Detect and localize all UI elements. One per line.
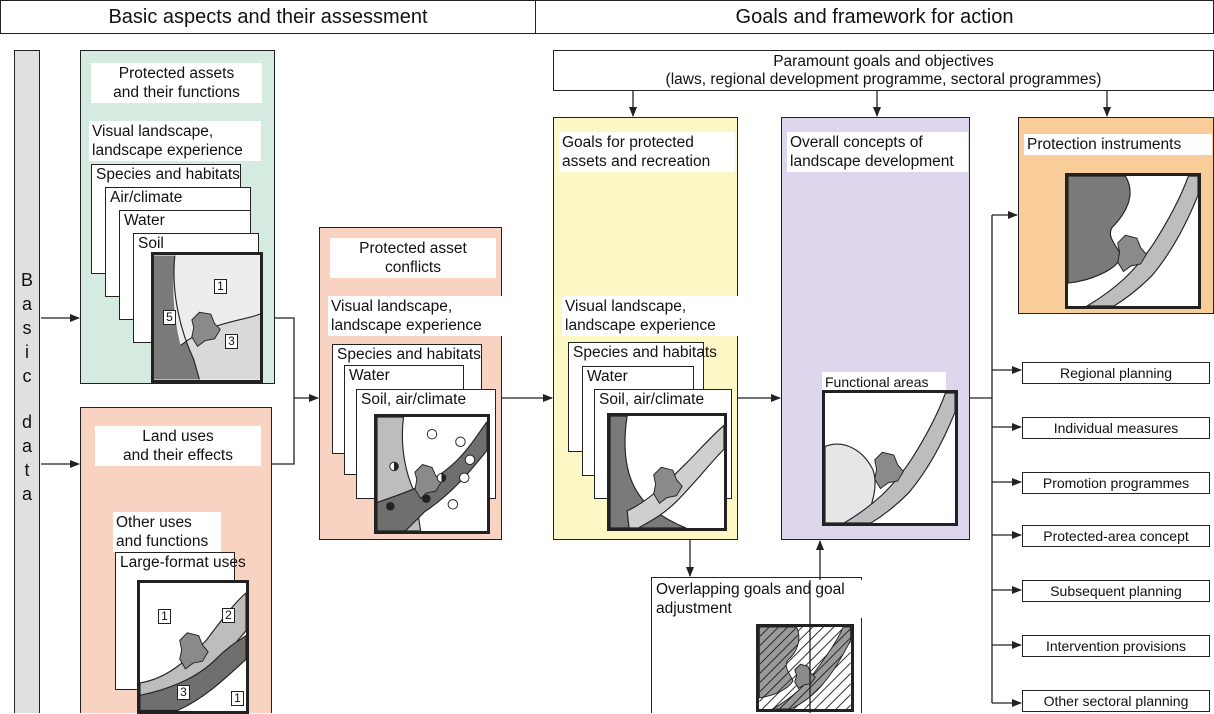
conflicts-map — [374, 414, 490, 534]
land-uses-title: Land uses and their effects — [95, 426, 261, 466]
goals-species-label: Species and habitats — [573, 344, 717, 361]
goals-panel: Goals for protected assets and recreatio… — [553, 117, 738, 540]
visual-landscape-label: Visual landscape, landscape experience — [89, 121, 261, 161]
basic-letter: B — [20, 270, 33, 290]
instrument-regional-planning: Regional planning — [1022, 362, 1210, 384]
map-graphic — [140, 583, 246, 711]
paramount-line2: (laws, regional development programme, s… — [665, 71, 1102, 88]
map-graphic — [377, 417, 487, 531]
conflicts-title: Protected asset conflicts — [330, 238, 496, 278]
goals-soil-label: Soil, air/climate — [599, 391, 705, 408]
data-letter: t — [24, 460, 30, 480]
data-letter: a — [21, 484, 32, 504]
conflicts-soil-label: Soil, air/climate — [361, 391, 467, 408]
page-air-label: Air/climate — [110, 189, 183, 206]
map-graphic — [1068, 176, 1198, 306]
protection-map — [1065, 173, 1201, 309]
land-uses-map: 1 2 3 1 — [137, 580, 249, 714]
data-letter: d — [21, 412, 32, 432]
map-number: 2 — [222, 608, 235, 623]
overlap-title: Overlapping goals and goal adjustment — [654, 580, 863, 618]
other-uses-label: Other uses and functions — [113, 512, 221, 552]
basic-letter: a — [21, 294, 32, 314]
goals-water-label: Water — [587, 368, 628, 385]
instrument-other-sectoral-planning: Other sectoral planning — [1022, 690, 1210, 712]
basic-data-word2: d a t a — [14, 410, 40, 506]
map-graphic — [610, 416, 724, 528]
protection-instruments-panel: Protection instruments — [1018, 117, 1214, 314]
instrument-individual-measures: Individual measures — [1022, 417, 1210, 439]
instrument-subsequent-planning: Subsequent planning — [1022, 580, 1210, 602]
map-number: 1 — [231, 691, 244, 706]
instrument-promotion-programmes: Promotion programmes — [1022, 472, 1210, 494]
goals-visual-label: Visual landscape, landscape experience — [562, 296, 738, 336]
page-species-label: Species and habitats — [96, 166, 240, 183]
header-goals-framework: Goals and framework for action — [535, 0, 1214, 34]
concepts-title: Overall concepts of landscape developmen… — [787, 132, 968, 172]
basic-letter: c — [22, 366, 32, 386]
land-uses-panel: Land uses and their effects Other uses a… — [80, 407, 272, 714]
header-left-label: Basic aspects and their assessment — [108, 5, 428, 28]
protected-assets-title: Protected assets and their functions — [91, 63, 262, 103]
overlapping-goals-panel: Overlapping goals and goal adjustment — [651, 577, 863, 713]
conflicts-panel: Protected asset conflicts Visual landsca… — [319, 227, 502, 540]
map-number: 3 — [225, 334, 238, 349]
instrument-intervention-provisions: Intervention provisions — [1022, 635, 1210, 657]
header-basic-aspects: Basic aspects and their assessment — [0, 0, 536, 34]
conflicts-water-label: Water — [349, 367, 390, 384]
paramount-goals-box: Paramount goals and objectives (laws, re… — [553, 50, 1214, 91]
map-number: 1 — [158, 609, 171, 624]
protection-title: Protection instruments — [1024, 134, 1212, 155]
map-graphic — [759, 627, 851, 709]
large-format-label: Large-format uses — [120, 554, 246, 571]
overlap-map — [756, 624, 854, 712]
concepts-map — [822, 390, 958, 526]
data-letter: a — [21, 436, 32, 456]
conflicts-species-label: Species and habitats — [337, 346, 481, 363]
concepts-panel: Overall concepts of landscape developmen… — [781, 117, 970, 540]
map-number: 1 — [214, 279, 227, 294]
page-soil-label: Soil — [138, 235, 164, 252]
map-number: 3 — [177, 685, 190, 700]
basic-letter: s — [22, 318, 32, 338]
conflicts-visual-label: Visual landscape, landscape experience — [328, 296, 502, 336]
basic-data-bar — [14, 50, 40, 713]
goals-map — [607, 413, 727, 531]
functional-areas-label: Functional areas — [822, 372, 946, 393]
instrument-protected-area-concept: Protected-area concept — [1022, 525, 1210, 547]
protected-assets-panel: Protected assets and their functions Vis… — [80, 50, 275, 384]
protected-assets-map: 1 5 3 — [151, 252, 263, 383]
map-number: 5 — [163, 310, 176, 325]
basic-data-word1: B a s i c — [14, 268, 40, 388]
goals-title: Goals for protected assets and recreatio… — [559, 132, 735, 172]
basic-letter: i — [25, 342, 29, 362]
map-graphic — [825, 393, 955, 523]
paramount-line1: Paramount goals and objectives — [773, 53, 994, 70]
page-water-label: Water — [124, 212, 165, 229]
header-right-label: Goals and framework for action — [735, 5, 1014, 28]
